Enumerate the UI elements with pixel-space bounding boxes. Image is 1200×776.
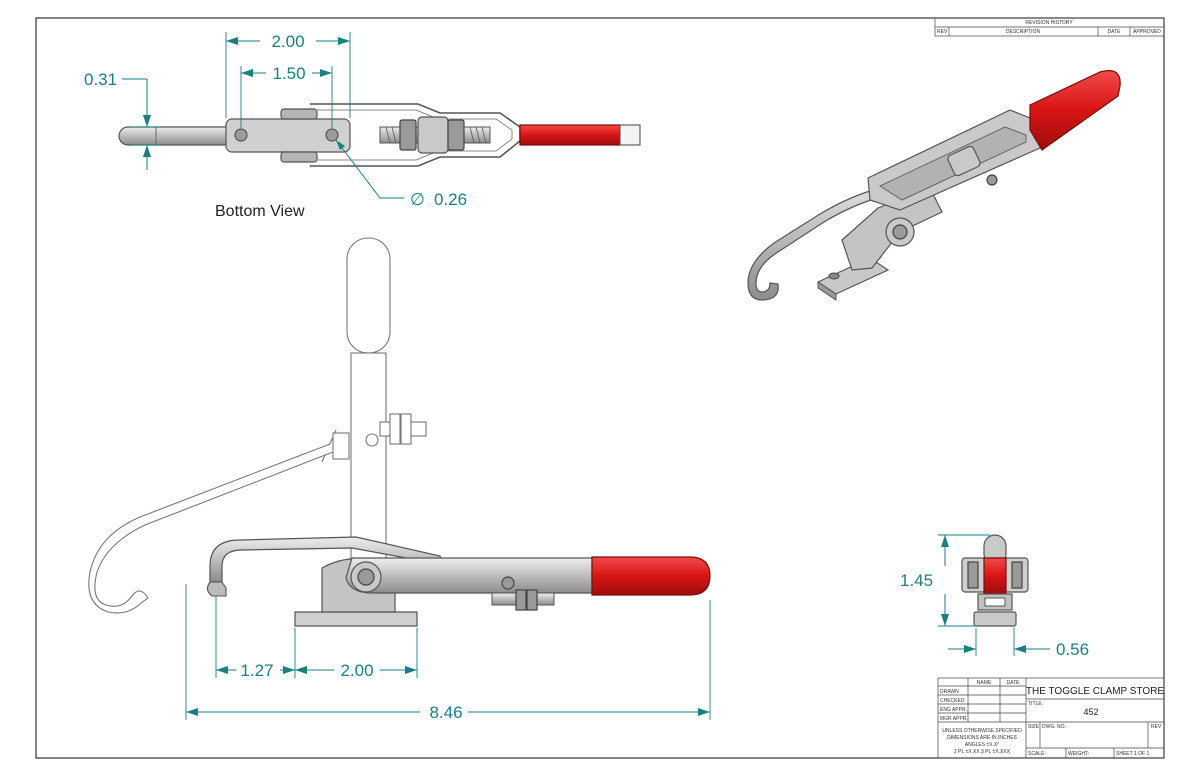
tb-tolerance-3: ANGLES ±X.X° xyxy=(965,742,999,748)
bottom-view-nut-left xyxy=(399,119,417,151)
tb-row-mgr-appr: MGR APPR. xyxy=(940,716,968,722)
dim-bottom-rod: 0.31 xyxy=(84,70,117,89)
bottom-view-label: Bottom View xyxy=(215,203,305,220)
side-handle-hole xyxy=(501,576,515,590)
side-base-plate xyxy=(294,611,418,627)
tb-col-date: DATE xyxy=(1007,680,1021,686)
revision-col-date: DATE xyxy=(1108,29,1122,35)
dim-side-overall: 8.46 xyxy=(429,703,462,722)
revision-history-title: REVISION HISTORY xyxy=(1025,20,1073,26)
bottom-view-nut-right xyxy=(447,119,465,151)
tb-tolerance-2: DIMENSIONS ARE IN INCHES xyxy=(947,735,1017,741)
tb-row-checked: CHECKED xyxy=(940,698,965,704)
revision-col-rev: REV xyxy=(937,29,948,35)
bottom-view-rod xyxy=(118,126,239,146)
revision-col-approved: APPROVED xyxy=(1133,29,1161,35)
bottom-view-hole-left xyxy=(234,128,248,142)
dim-bottom-overall: 2.00 xyxy=(271,32,304,51)
side-view xyxy=(88,237,711,627)
dim-diameter-symbol: ∅ xyxy=(410,190,425,209)
tb-weight-label: WEIGHT: xyxy=(1068,751,1089,757)
tb-size-label: SIZE xyxy=(1028,724,1040,730)
tb-company: THE TOGGLE CLAMP STORE xyxy=(1026,686,1165,697)
end-view-dimensions: 1.45 0.56 xyxy=(900,534,1089,659)
tb-title-label: TITLE: xyxy=(1028,701,1043,707)
dim-bottom-holes: 1.50 xyxy=(272,64,305,83)
side-view-dimensions: 1.27 2.00 8.46 xyxy=(185,584,711,722)
bottom-view-dimensions: 2.00 1.50 0.31 ∅ 0.26 xyxy=(84,32,467,209)
iso-handle-grip xyxy=(1029,70,1121,151)
tb-scale-label: SCALE: xyxy=(1028,751,1046,757)
side-handle-grip xyxy=(591,556,711,596)
side-pivot-inner xyxy=(357,568,375,586)
dim-side-base: 2.00 xyxy=(340,661,373,680)
dim-end-height: 1.45 xyxy=(900,571,933,590)
dim-bottom-hole-dia: 0.26 xyxy=(434,190,467,209)
bottom-view-handle-grip xyxy=(519,124,621,146)
ghost-handle-grip xyxy=(346,237,391,354)
ghost-hook xyxy=(88,443,334,614)
sheet-border xyxy=(35,17,1165,759)
bottom-view-hole-right xyxy=(325,128,339,142)
revision-history-block: REVISION HISTORY REV DESCRIPTION DATE AP… xyxy=(934,17,1165,37)
tb-title-value: 452 xyxy=(1083,707,1098,717)
tb-rev-label: REV xyxy=(1151,724,1162,730)
tb-sheet-label: SHEET 1 OF 1 xyxy=(1116,751,1149,757)
dim-side-hook: 1.27 xyxy=(240,661,273,680)
tb-row-eng-appr: ENG APPR. xyxy=(940,707,967,713)
side-handle-lever xyxy=(345,557,593,594)
bottom-view-trunnion xyxy=(417,116,449,154)
end-view-grip xyxy=(983,557,1007,595)
revision-col-description: DESCRIPTION xyxy=(1006,29,1041,35)
end-view xyxy=(961,534,1029,627)
tb-col-name: NAME xyxy=(977,680,992,686)
tb-tolerance-1: UNLESS OTHERWISE SPECIFIED xyxy=(942,728,1022,734)
dim-end-width: 0.56 xyxy=(1056,640,1089,659)
title-block: NAME DATE DRAWN CHECKED ENG APPR. MGR AP… xyxy=(937,677,1165,759)
tb-tolerance-4: 2 PL ±X.XX 3 PL ±X.XXX xyxy=(954,749,1011,755)
bottom-view xyxy=(118,103,641,167)
tb-row-drawn: DRAWN xyxy=(940,689,959,695)
isometric-view xyxy=(747,70,1121,301)
tb-dwg-label: DWG. NO. xyxy=(1042,724,1066,730)
